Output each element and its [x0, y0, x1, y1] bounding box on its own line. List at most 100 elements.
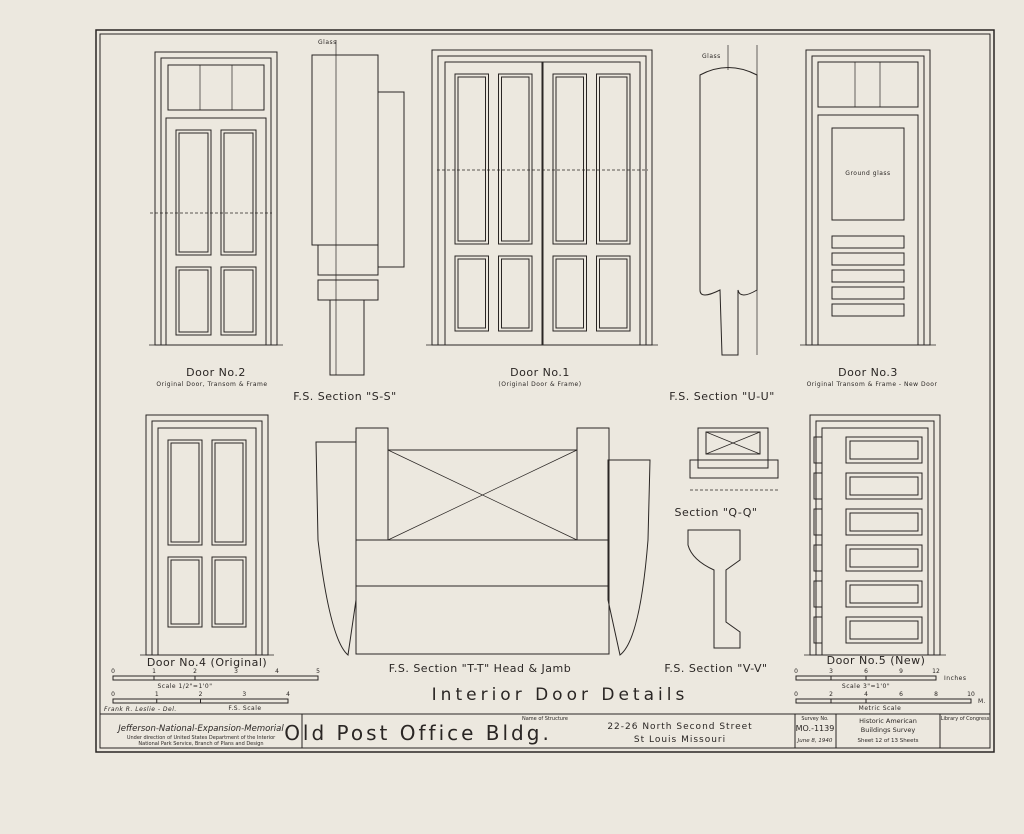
door2-transom — [167, 64, 265, 111]
door4-panel-inset — [170, 559, 200, 625]
inner-border — [99, 33, 991, 749]
door5-panel — [845, 508, 923, 536]
door1-title: Door No.1 — [510, 366, 570, 379]
fs-scale-tick-label: 1 — [155, 691, 159, 698]
section-qq-sill — [689, 459, 779, 479]
door2-panel-inset — [223, 269, 254, 333]
left-scale-tick-label: 3 — [234, 668, 238, 675]
door4-panel-inset — [214, 442, 244, 543]
section-tt-right-jamb — [576, 427, 610, 541]
section-ss-glass-note: Glass — [318, 39, 337, 46]
fs-scale-tick-label: 2 — [199, 691, 203, 698]
door3-ground-glass-note: Ground glass — [845, 170, 890, 177]
door1b-panel-inset — [599, 76, 628, 242]
section-ss-title: F.S. Section "S-S" — [293, 390, 396, 403]
door5-jamb-panel — [813, 544, 823, 572]
habs-line1: Historic American — [859, 717, 917, 725]
left-scale-bar — [112, 675, 319, 681]
door5-panel-inset — [849, 584, 919, 604]
door5-panel — [845, 580, 923, 608]
door4-panel — [211, 556, 247, 628]
section-ss-sill — [329, 299, 365, 376]
door5-panel — [845, 436, 923, 464]
metric-scale-tick-label: 8 — [934, 691, 938, 698]
door5-panel — [845, 544, 923, 572]
right-scale-fill — [830, 675, 867, 681]
section-tt-left-casing — [315, 441, 357, 656]
door1b-leaf — [542, 61, 641, 346]
door2-title: Door No.2 — [186, 366, 246, 379]
metric-scale-tick-label: 0 — [794, 691, 798, 698]
door2-subtitle: Original Door, Transom & Frame — [156, 381, 267, 388]
door5-panel — [845, 472, 923, 500]
outer-border — [95, 29, 995, 753]
door5-jamb-panel — [813, 616, 823, 644]
section-ss-rail — [317, 279, 379, 301]
door1a-panel-inset — [457, 258, 486, 329]
left-scale-tick-label: 4 — [275, 668, 279, 675]
sheet-title: Interior Door Details — [432, 685, 689, 705]
door3-frame — [805, 49, 931, 346]
door5-panel-inset — [849, 440, 919, 460]
door3-transom — [817, 61, 919, 108]
door4-panel — [167, 556, 203, 628]
door1-subtitle: (Original Door & Frame) — [498, 381, 581, 388]
section-tt-cross — [387, 449, 578, 541]
metric-scale-tick-label: 10 — [967, 691, 975, 698]
right-scale-tick-label: 9 — [899, 668, 903, 675]
left-scale-tick-label: 2 — [193, 668, 197, 675]
metric-scale-unit: M. — [978, 698, 986, 705]
door5-panel — [845, 616, 923, 644]
fs-scale-tick-label: 4 — [286, 691, 290, 698]
door4-frame — [145, 414, 269, 656]
door1a-panel-inset — [501, 258, 530, 329]
metric-scale-bar — [795, 698, 972, 704]
fs-scale-tick-label: 0 — [111, 691, 115, 698]
section-vv-profile — [687, 529, 741, 649]
door5-panel-inset — [849, 548, 919, 568]
section-tt-left-jamb — [355, 427, 389, 541]
door2-frame-inner — [160, 57, 272, 346]
library-stamp: Library of Congress — [941, 716, 990, 722]
section-uu-profile — [699, 67, 758, 356]
door3-panel — [831, 303, 905, 317]
delineator: Frank R. Leslie - Del. — [104, 706, 177, 713]
door1a-panel — [498, 73, 533, 245]
door5-leaf — [821, 427, 929, 656]
door5-jamb-panel — [813, 508, 823, 536]
door2-panel — [175, 129, 212, 256]
door2-panel-inset — [178, 132, 209, 253]
right-scale-tick-label: 6 — [864, 668, 868, 675]
fs-scale-label: F.S. Scale — [228, 705, 261, 712]
door5-frame-inner — [815, 420, 935, 656]
door3-frame-inner — [811, 55, 925, 346]
right-scale-tick-label: 12 — [932, 668, 940, 675]
door3-panel — [831, 252, 905, 266]
section-ss-rail — [317, 244, 379, 276]
right-scale-label: Scale 3"=1'0" — [842, 683, 890, 690]
section-vv-title: F.S. Section "V-V" — [664, 662, 767, 675]
metric-scale-label: Metric Scale — [859, 705, 902, 712]
section-qq-inner — [705, 431, 761, 455]
right-scale-tick-label: 3 — [829, 668, 833, 675]
door4-title: Door No.4 (Original) — [147, 656, 267, 669]
section-ss-stile — [311, 54, 379, 246]
section-tt-lintel — [355, 585, 610, 655]
sheet-number: Sheet 12 of 13 Sheets — [858, 738, 919, 744]
section-qq-box — [697, 427, 769, 469]
door3-panel — [831, 269, 905, 283]
door4-panel-inset — [214, 559, 244, 625]
right-scale-unit: Inches — [944, 675, 967, 682]
section-ss-stop — [377, 91, 405, 268]
door4-panel-inset — [170, 442, 200, 543]
project-sub1: Under direction of United States Departm… — [127, 735, 276, 741]
metric-scale-fill — [830, 698, 867, 704]
door1a-panel-inset — [501, 76, 530, 242]
door3-subtitle: Original Transom & Frame - New Door — [807, 381, 938, 388]
metric-scale-tick-label: 4 — [864, 691, 868, 698]
door1b-panel-inset — [555, 76, 584, 242]
survey-date: June 8, 1940 — [797, 738, 833, 744]
name-of-structure-label: Name of Structure — [522, 716, 568, 722]
metric-scale-tick-label: 2 — [829, 691, 833, 698]
door2-leaf — [165, 117, 267, 346]
